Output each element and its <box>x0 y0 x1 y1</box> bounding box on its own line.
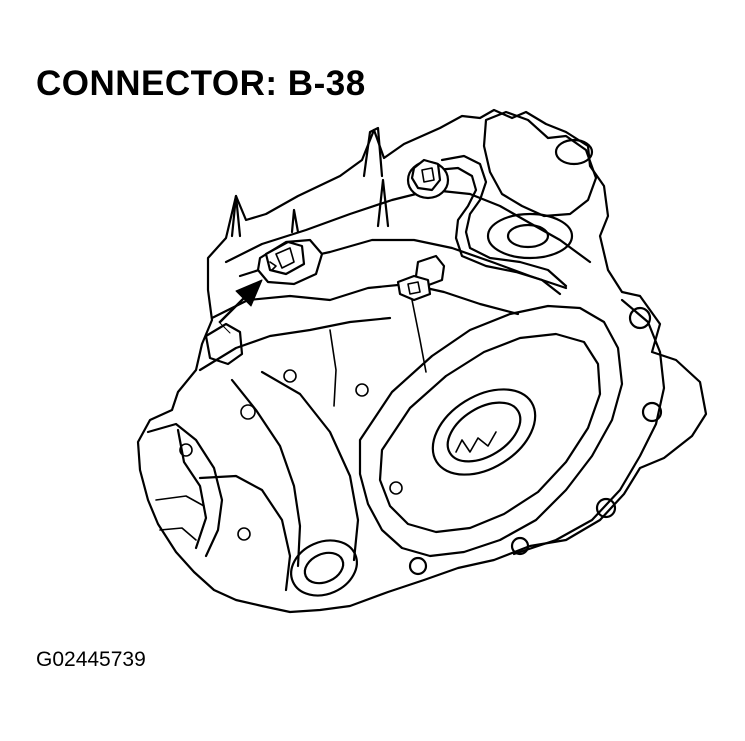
mount-boss <box>641 401 663 423</box>
axle-seal-outer <box>290 539 358 597</box>
case-bracket <box>204 322 244 366</box>
bolt-head <box>283 369 297 383</box>
bolt-head <box>179 443 193 457</box>
mount-boss <box>408 556 428 576</box>
top-cover-lower-edge <box>210 282 520 320</box>
connector-title: CONNECTOR: B-38 <box>36 64 366 103</box>
bell-housing-rim <box>358 304 624 558</box>
stud-bolt <box>376 178 390 228</box>
bolt-head <box>389 481 403 495</box>
cooler-line <box>434 166 562 296</box>
shaft-port-inner <box>506 223 550 249</box>
housing-rib <box>230 378 302 568</box>
bell-housing-flange <box>512 298 666 556</box>
secondary-connector-pin <box>407 281 421 295</box>
converter-opening-inner <box>446 401 522 463</box>
cooler-line <box>440 154 568 288</box>
case-rib <box>159 527 197 541</box>
shaft-port-outer <box>486 212 574 260</box>
differential-housing <box>146 422 224 558</box>
converter-detail <box>455 431 497 453</box>
case-rib <box>155 495 205 507</box>
transaxle-housing-outline <box>136 108 708 614</box>
mount-boss <box>595 497 617 519</box>
pump-housing <box>482 110 598 218</box>
axle-seal-inner <box>303 551 345 585</box>
figure-id: G02445739 <box>36 648 146 671</box>
stud-bolt <box>362 126 384 178</box>
bolt-head <box>240 404 256 420</box>
housing-rib <box>198 474 292 592</box>
secondary-connector-base <box>396 274 432 302</box>
stud-bolt <box>230 194 242 238</box>
case-rib <box>329 329 337 407</box>
pump-cap <box>554 138 594 166</box>
mount-boss <box>628 306 652 330</box>
case-rib <box>411 299 427 373</box>
arrow-icon <box>218 279 263 334</box>
bolt-head <box>237 527 251 541</box>
connector-b38-latch <box>275 247 295 269</box>
stud-bolt <box>290 208 300 234</box>
differential-housing-step <box>176 428 208 550</box>
bolt-head <box>355 383 369 397</box>
sensor-connector-latch <box>421 167 435 183</box>
mount-boss <box>510 536 530 556</box>
connector-b38-detail <box>269 261 277 271</box>
housing-rib <box>260 370 360 562</box>
sensor-connector <box>410 158 442 192</box>
bell-housing-inner-rim <box>378 332 602 534</box>
converter-opening-outer <box>431 388 537 476</box>
case-edge <box>198 316 392 372</box>
